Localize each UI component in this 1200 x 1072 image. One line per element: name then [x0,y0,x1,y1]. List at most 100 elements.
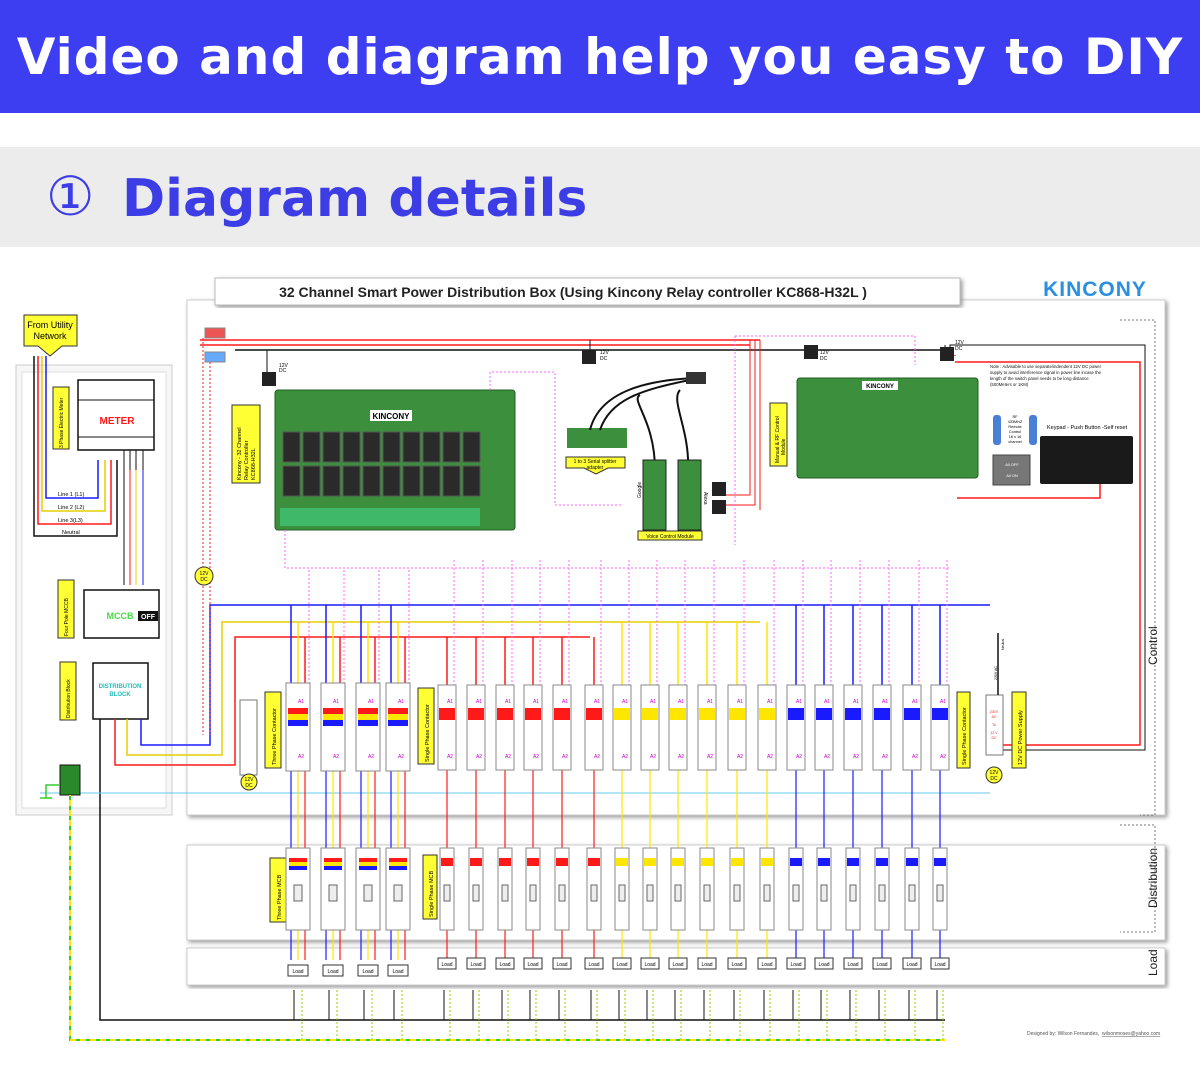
single-phase-contactor [437,684,457,771]
phase-indicator [556,858,568,866]
load-box [814,957,834,970]
phase-indicator [731,858,743,866]
phase-indicator [904,708,920,720]
load-box [357,964,379,977]
rf-board-brand: KINCONY [866,384,894,390]
coil-a1-label: A1 [707,699,713,705]
three-phase-mcb-label: Three Phase MCB [277,874,283,920]
dc-text: 12V [955,340,965,346]
all-on-switch[interactable]: All ON [1006,473,1018,478]
mcb-toggle [501,884,509,902]
dist-text-2: BLOCK [109,692,131,698]
single-phase-contactor [495,684,515,771]
phase-indicator [359,862,377,866]
dc-text: 12V [279,363,289,369]
coil-a2-label: A2 [678,754,684,760]
terminal-strip [280,508,480,526]
single-phase-contactor [843,684,863,771]
phase-indicator [358,720,378,726]
load-label: Load [362,969,373,975]
dc-text: 12V [600,350,610,356]
phase-indicator [499,858,511,866]
voice-module-google [642,459,667,531]
single-phase-contactor [552,684,572,771]
remote-label: channel [1008,440,1021,444]
coil-a1-label: A1 [368,699,374,705]
mcb-toggle [908,884,916,902]
relay-icon [282,465,301,497]
mccb-label-box [57,579,75,639]
relay-label-1: Kincony - 32 Channel [237,427,243,480]
coil-a2-label: A2 [505,754,511,760]
phase-indicator [644,858,656,866]
coil-a2-label: A2 [912,754,918,760]
relay-icon [442,465,461,497]
load-label: Load [847,962,858,968]
note-line-3: length of the switch panel needs to be l… [990,376,1089,381]
coil-a1-label: A1 [622,699,628,705]
coil-a2-label: A2 [622,754,628,760]
remote-label: RF [1012,415,1018,419]
title-box [214,277,961,306]
phase-indicator [388,708,408,714]
dc-badge-text: DC [245,783,253,789]
coil-a2-label: A2 [707,754,713,760]
coil-a2-label: A2 [824,754,830,760]
phase-indicator [876,858,888,866]
single-phase-contactor [786,684,806,771]
control-bus [284,530,950,569]
phase-indicator [874,708,890,720]
all-off-switch[interactable]: All OFF [1005,462,1019,467]
mcb-toggle [792,884,800,902]
load-label: Load [470,962,481,968]
dc-jack [712,482,726,496]
line2-label: Line 2 (L2) [58,505,84,511]
dc-badge-text: DC [990,776,998,782]
relay-icon [422,431,441,463]
coil-a2-label: A2 [853,754,859,760]
mcb-toggle [590,884,598,902]
remote-label: 433MHZ [1008,420,1023,424]
phase-indicator [699,708,715,720]
relay-icon [402,465,421,497]
load-label: Load [327,969,338,975]
keypad-label: Keypad - Push Button -Self reset [1047,425,1128,431]
single-phase-contactor-label-right: Single Phase Contactor [962,707,968,765]
load-box [902,957,922,970]
switch-panel[interactable] [992,454,1031,486]
psu-right [985,694,1004,756]
coil-a1-label: A1 [824,699,830,705]
psu-text: DC [991,736,997,740]
load-label: Load [292,969,303,975]
coil-a1-label: A1 [298,699,304,705]
phase-indicator [670,708,686,720]
relay-icon [362,465,381,497]
psu-text: 12 V [990,731,998,735]
load-label: Load [441,962,452,968]
load-label: Load [392,969,403,975]
phase-indicator [932,708,948,720]
diagram-title: 32 Channel Smart Power Distribution Box … [279,284,867,300]
dc-badge-text: 12V [990,770,1000,776]
load-box [727,957,747,970]
load-box [466,957,486,970]
relay-icon [342,431,361,463]
mcb-toggle [328,884,338,902]
load-label: Load [876,962,887,968]
rf-remote [993,415,1001,445]
keypad[interactable] [1040,436,1133,484]
phase-indicator [497,708,513,720]
single-phase-contactor [872,684,892,771]
coil-a1-label: A1 [912,699,918,705]
banner-title: Video and diagram help you easy to DIY [16,27,1184,86]
coil-a2-label: A2 [796,754,802,760]
dc-text: DC [955,346,963,352]
load-box [612,957,632,970]
mccb-state[interactable]: OFF [141,614,156,621]
designer-email[interactable]: wilsonmoses@yahoo.com [1102,1031,1160,1037]
remote-label: Control [1009,430,1021,434]
coil-a1-label: A1 [505,699,511,705]
phase-indicator [289,866,307,870]
mcb-toggle [363,884,373,902]
